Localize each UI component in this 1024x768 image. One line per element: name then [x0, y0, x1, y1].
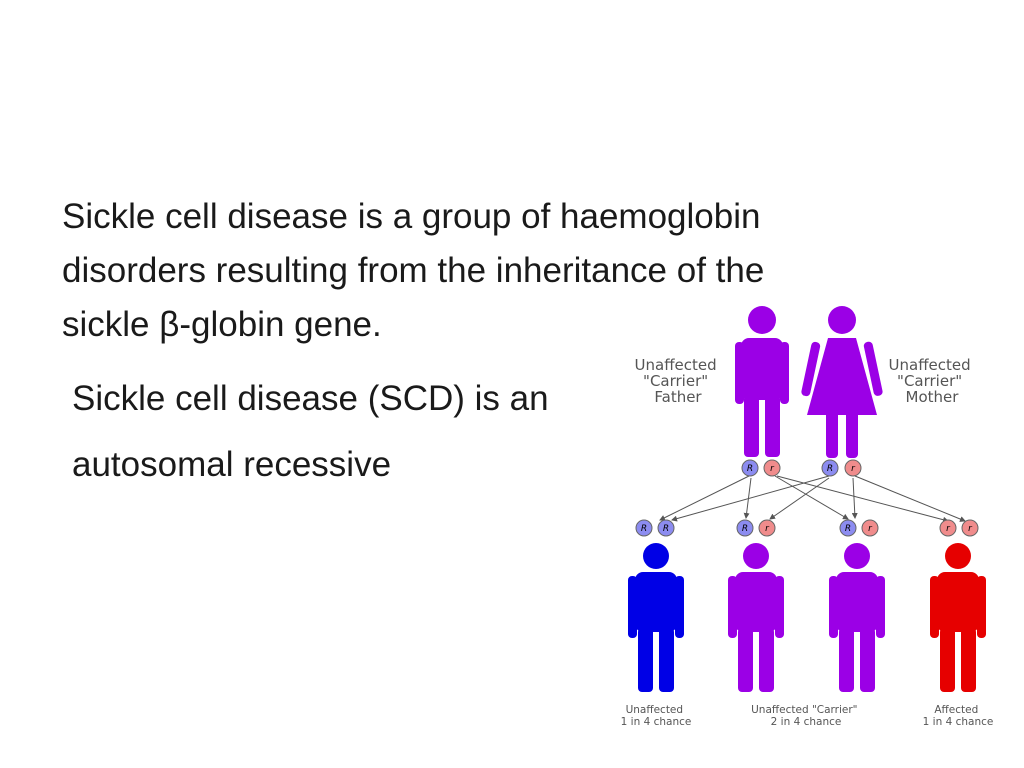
child-carrier-label-line-1: Unaffected "Carrier"	[751, 704, 857, 716]
mother-label: Unaffected "Carrier" Mother	[889, 356, 976, 406]
father-label-line-2: "Carrier"	[643, 372, 708, 390]
child-carrier-label-line-2: 2 in 4 chance	[771, 716, 842, 728]
text-line-5: autosomal recessive	[72, 445, 392, 484]
child3-allele-2: r	[868, 524, 873, 534]
mother-label-line-2: "Carrier"	[897, 372, 962, 390]
mother-alleles: R r	[821, 459, 862, 477]
slide-body-text-2: Sickle cell disease (SCD) is an autosoma…	[72, 366, 549, 498]
children-alleles: R R R r R r r r	[635, 519, 979, 537]
child-affected-label-line-1: Affected	[934, 704, 978, 716]
child4-allele-2: r	[968, 524, 973, 534]
child-unaffected-label-line-1: Unaffected	[626, 704, 683, 716]
mother-figure	[801, 306, 883, 458]
child-carrier-label: Unaffected "Carrier" 2 in 4 chance	[751, 704, 861, 728]
father-alleles: R r	[741, 459, 781, 477]
child-figure-affected	[930, 543, 986, 692]
child1-allele-2: R	[663, 524, 669, 534]
father-label-line-3: Father	[654, 388, 702, 406]
mother-label-line-3: Mother	[906, 388, 960, 406]
child-affected-label: Affected 1 in 4 chance	[923, 704, 994, 728]
child3-allele-1: R	[845, 524, 851, 534]
child-figure-carrier-2	[829, 543, 885, 692]
mother-label-line-1: Unaffected	[889, 356, 971, 374]
child-figure-carrier-1	[728, 543, 784, 692]
text-line-1: Sickle cell disease is a group of haemog…	[62, 197, 761, 236]
mother-allele-2: r	[851, 464, 856, 474]
father-label: Unaffected "Carrier" Father	[635, 356, 722, 406]
child4-allele-1: r	[946, 524, 951, 534]
father-label-line-1: Unaffected	[635, 356, 717, 374]
child-figure-unaffected	[628, 543, 684, 692]
inheritance-diagram: Unaffected "Carrier" Father Unaffected "…	[621, 306, 994, 728]
child2-allele-2: r	[765, 524, 770, 534]
child-unaffected-label-line-2: 1 in 4 chance	[621, 716, 692, 728]
mother-allele-1: R	[827, 464, 833, 474]
text-line-2: disorders resulting from the inheritance…	[62, 251, 765, 290]
text-line-3: sickle β-globin gene.	[62, 305, 382, 344]
child-unaffected-label: Unaffected 1 in 4 chance	[621, 704, 692, 728]
inheritance-arrows	[659, 475, 966, 523]
text-line-4: Sickle cell disease (SCD) is an	[72, 379, 549, 418]
father-allele-1: R	[747, 464, 753, 474]
child-affected-label-line-2: 1 in 4 chance	[923, 716, 994, 728]
slide-body-text: Sickle cell disease is a group of haemog…	[62, 190, 942, 352]
father-allele-2: r	[770, 464, 775, 474]
child1-allele-1: R	[641, 524, 647, 534]
father-figure	[735, 306, 789, 457]
child2-allele-1: R	[742, 524, 748, 534]
